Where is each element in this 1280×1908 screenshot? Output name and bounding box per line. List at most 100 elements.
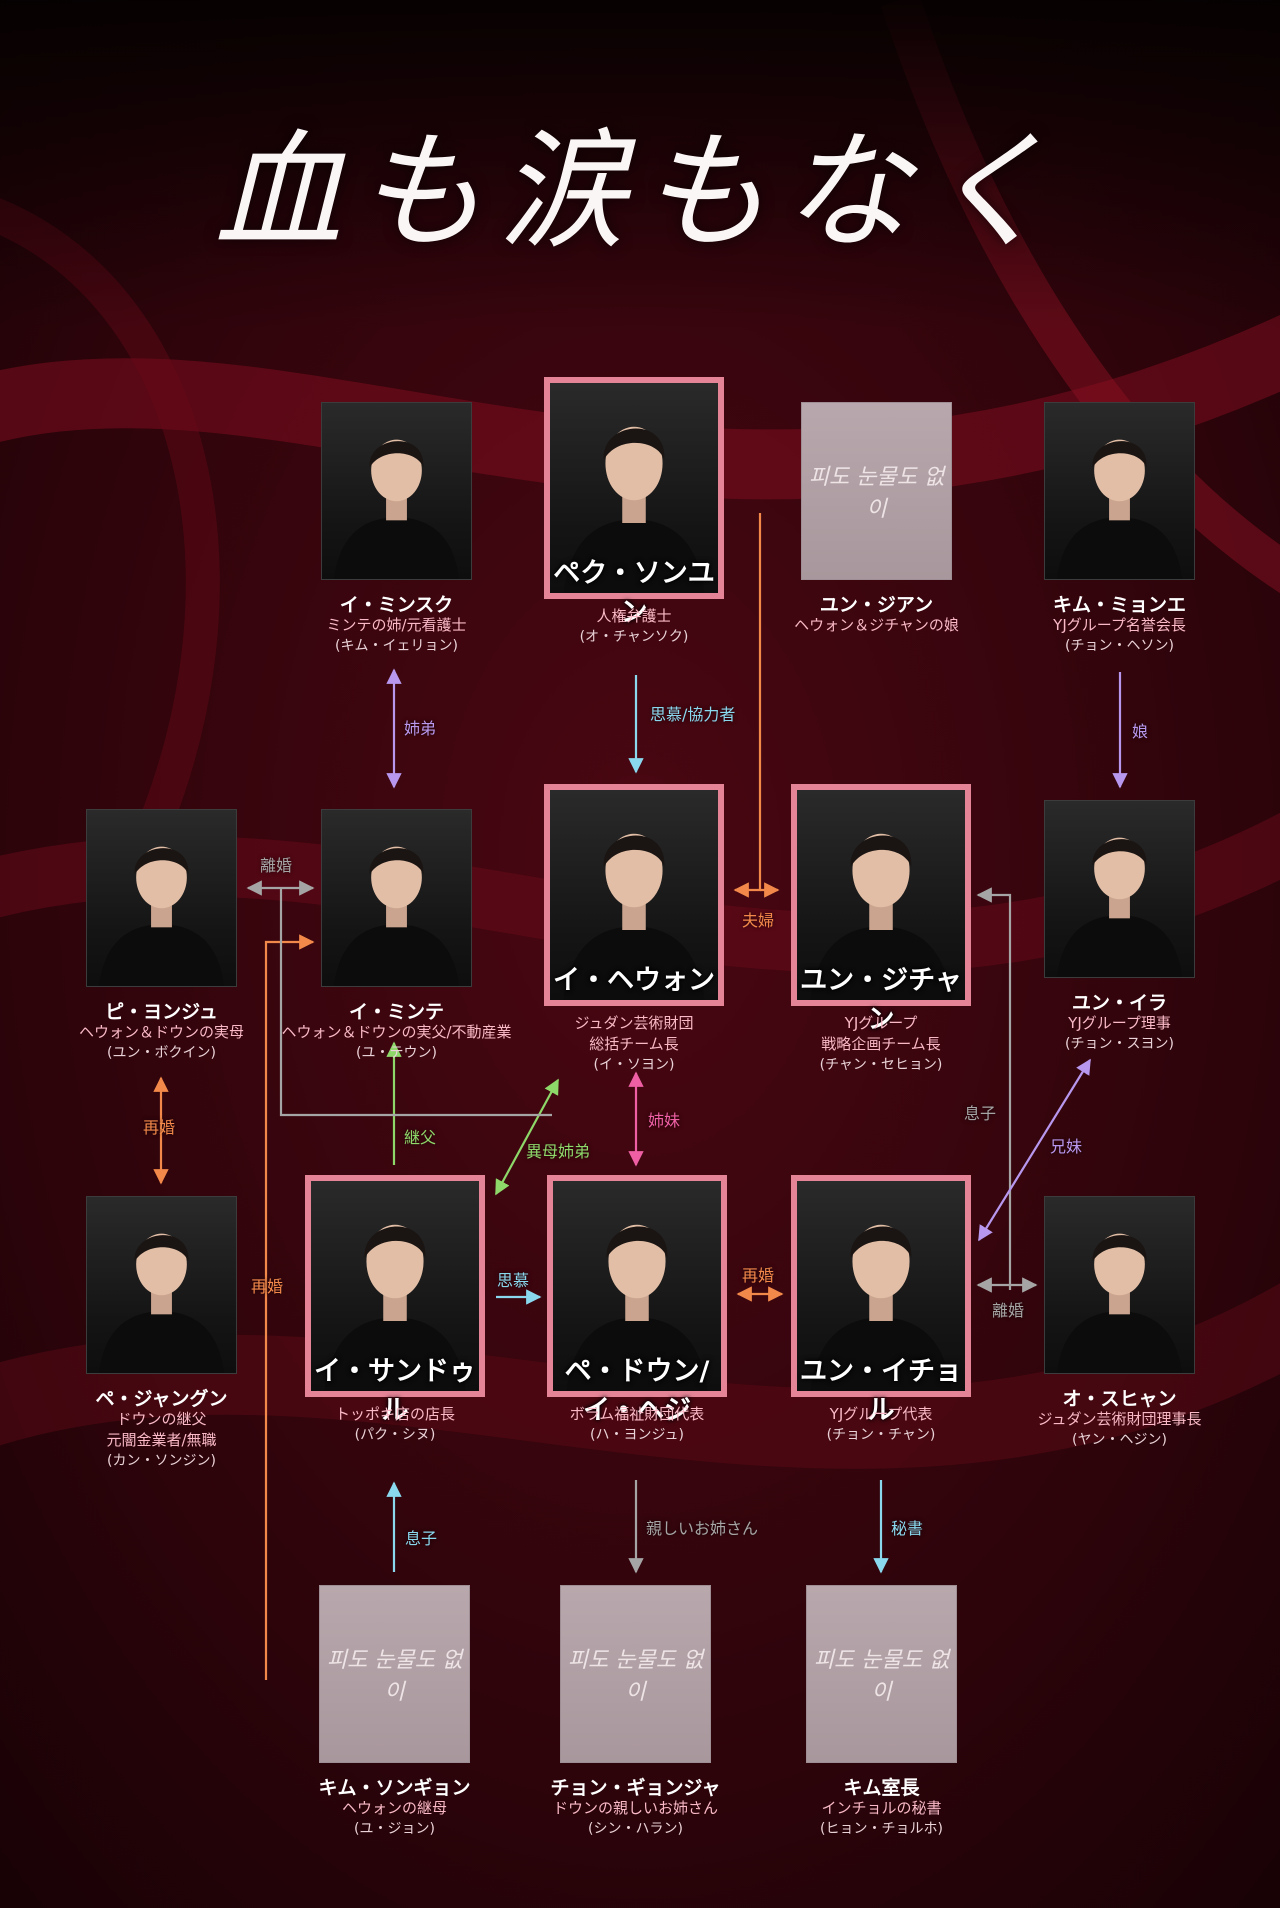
relation-label-shimai: 姉妹: [648, 1111, 681, 1130]
relation-label-hisho: 秘書: [891, 1519, 924, 1538]
character-portrait: [547, 1175, 727, 1397]
character-card-san-dul: イ・サンドゥルトッポキ店の店長 (パク・シヌ): [305, 1175, 485, 1443]
character-name: オ・スヒャン: [1062, 1388, 1177, 1410]
person-silhouette-icon: [810, 1224, 952, 1391]
character-card-jang-gun: ペ・ジャングンドウンの継父元闇金業者/無職(カン・ソンジン): [86, 1196, 237, 1469]
character-name: キム室長: [843, 1777, 920, 1799]
character-name: イ・サンドゥル: [314, 1356, 476, 1426]
character-role: ジュダン芸術財団: [574, 1014, 694, 1032]
actor-name: (イ・ソヨン): [593, 1057, 675, 1073]
placeholder-logo-text: 피도 눈물도 없이: [813, 1648, 950, 1705]
character-name: ユン・イチョル: [800, 1356, 962, 1426]
placeholder-logo-image: 피도 눈물도 없이: [560, 1585, 711, 1763]
character-portrait: [544, 377, 724, 599]
actor-name: (キム・イェリョン): [335, 638, 458, 654]
actor-name: (ユ・ジョン): [354, 1821, 435, 1837]
person-silhouette-icon: [563, 426, 705, 593]
character-portrait: [305, 1175, 485, 1397]
character-portrait: [544, 784, 724, 1006]
person-silhouette-icon: [566, 1224, 708, 1391]
character-name: イ・ミンテ: [348, 1001, 444, 1023]
placeholder-logo-image: 피도 눈물도 없이: [801, 402, 952, 580]
relation-line-fufu: [733, 513, 762, 898]
character-card-yong-ju: ピ・ヨンジュヘウォン＆ドウンの実母 (ユン・ボクイン): [79, 809, 244, 1061]
character-role: YJグループ理事: [1068, 1014, 1171, 1032]
character-role: トッポキ店の店長: [334, 1405, 455, 1423]
character-role: YJグループ代表: [829, 1405, 933, 1423]
relation-label-saikon2: 再婚: [742, 1266, 775, 1285]
relation-label-shitei: 姉弟: [404, 719, 437, 738]
character-card-sung-yun: ペク・ソンユン人権弁護士(オ・チャンソク): [544, 377, 724, 645]
person-silhouette-icon: [98, 846, 225, 986]
placeholder-logo-text: 피도 눈물도 없이: [808, 465, 945, 522]
character-portrait: [321, 809, 472, 987]
character-portrait: [86, 1196, 237, 1374]
placeholder-logo-text: 피도 눈물도 없이: [326, 1648, 463, 1705]
character-role: ドウンの継父: [116, 1410, 207, 1428]
actor-name: (ハ・ヨンジュ): [590, 1427, 684, 1443]
character-name: キム・ミョンエ: [1052, 594, 1186, 616]
character-portrait: [1044, 1196, 1195, 1374]
character-name: ユン・ジアン: [819, 594, 934, 616]
actor-name: (パク・シヌ): [354, 1427, 436, 1443]
actor-name: (ユ・テウン): [356, 1045, 437, 1061]
character-role: 人権弁護士: [596, 607, 672, 625]
character-name: ユン・ジチャン: [800, 965, 962, 1035]
actor-name: (オ・チャンソク): [579, 629, 689, 645]
relation-label-saikon3: 再婚: [143, 1118, 176, 1137]
actor-name: (チョン・スヨン): [1065, 1036, 1174, 1052]
character-name: イ・ヘウォン: [553, 965, 715, 996]
person-silhouette-icon: [333, 846, 460, 986]
character-name: イ・ミンスク: [339, 594, 454, 616]
character-name: ペ・ジャングン: [95, 1388, 228, 1410]
character-name: ピ・ヨンジュ: [105, 1001, 218, 1023]
actor-name: (シン・ハラン): [588, 1821, 683, 1837]
relation-label-imobo: 異母姉弟: [526, 1142, 591, 1161]
actor-name: (チョン・ヘソン): [1065, 638, 1174, 654]
person-silhouette-icon: [810, 833, 952, 1000]
character-name: キム・ソンギョン: [318, 1777, 471, 1799]
character-role: 元闇金業者/無職: [106, 1431, 217, 1449]
person-silhouette-icon: [333, 439, 460, 579]
relation-label-keifu: 継父: [404, 1128, 437, 1147]
character-role: ボラム福祉財団代表: [569, 1405, 705, 1423]
character-role: ドウンの親しいお姉さん: [552, 1799, 718, 1817]
character-portrait: [1044, 402, 1195, 580]
relation-label-shibo: 思慕/協力者: [650, 705, 736, 724]
character-card-he-won: イ・ヘウォンジュダン芸術財団総括チーム長(イ・ソヨン): [544, 784, 724, 1073]
character-role: 戦略企画チーム長: [821, 1035, 941, 1053]
actor-name: (ユン・ボクイン): [107, 1045, 216, 1061]
character-portrait: [791, 784, 971, 1006]
character-name: ペ・ドウン/イ・ヘジ: [564, 1356, 710, 1426]
person-silhouette-icon: [563, 833, 705, 1000]
relation-label-rikon2: 離婚: [992, 1301, 1025, 1320]
person-silhouette-icon: [1056, 1233, 1183, 1373]
character-role: インチョルの秘書: [821, 1799, 942, 1817]
character-role: YJグループ: [844, 1014, 918, 1032]
character-card-ji-an: 피도 눈물도 없이 ユン・ジアンヘウォン＆ジチャンの娘: [794, 402, 959, 634]
character-role: ジュダン芸術財団理事長: [1037, 1410, 1202, 1428]
relation-label-kyomai: 兄妹: [1050, 1137, 1083, 1156]
actor-name: (ヒョン・チョルホ): [820, 1821, 943, 1837]
placeholder-logo-text: 피도 눈물도 없이: [567, 1648, 704, 1705]
actor-name: (チャン・セヒョン): [819, 1057, 943, 1073]
drama-title: 血も涙もなく: [213, 118, 1066, 267]
character-portrait: [1044, 800, 1195, 978]
relation-line-imobo: [495, 1078, 559, 1196]
character-name: ユン・イラ: [1071, 992, 1167, 1014]
relation-line-saikon1: [264, 934, 315, 1680]
relation-label-shibo2: 思慕: [497, 1271, 530, 1290]
character-card-min-suk: イ・ミンスクミンテの姉/元看護士 (キム・イェリョン): [321, 402, 472, 654]
character-role: ヘウォン＆ジチャンの娘: [794, 616, 959, 634]
character-role: ミンテの姉/元看護士: [326, 616, 467, 634]
character-card-kim-shitsucho: 피도 눈물도 없이 キム室長インチョルの秘書 (ヒョン・チョルホ): [806, 1585, 957, 1837]
character-card-min-te: イ・ミンテヘウォン＆ドウンの実父/不動産業(ユ・テウン): [281, 809, 512, 1061]
character-role: ヘウォン＆ドウンの実母: [78, 1023, 244, 1041]
relation-line-kyomai: [978, 1058, 1091, 1242]
person-silhouette-icon: [1056, 837, 1183, 977]
character-card-su-hyan: オ・スヒャンジュダン芸術財団理事長(ヤン・ヘジン): [1038, 1196, 1201, 1448]
